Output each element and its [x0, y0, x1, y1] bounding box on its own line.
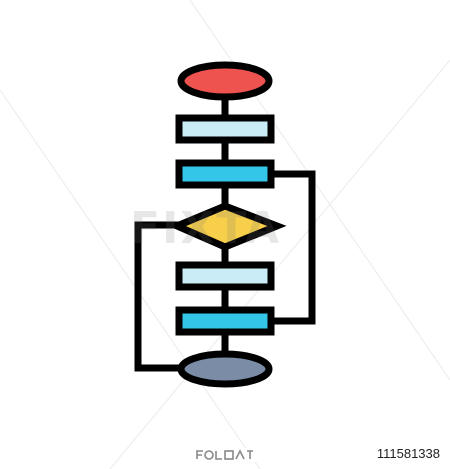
stock-logo-icon — [194, 448, 256, 462]
image-id-label: 111581338 — [376, 446, 440, 461]
process-box-3 — [175, 261, 275, 291]
process-box-2 — [175, 159, 275, 189]
start-terminal — [177, 61, 273, 101]
process-box-1 — [175, 114, 275, 144]
process-box-4 — [175, 306, 275, 336]
connector-loop-left — [134, 221, 184, 372]
decision-diamond — [168, 202, 287, 251]
end-terminal — [177, 350, 273, 388]
connector-loop-right — [271, 170, 316, 325]
